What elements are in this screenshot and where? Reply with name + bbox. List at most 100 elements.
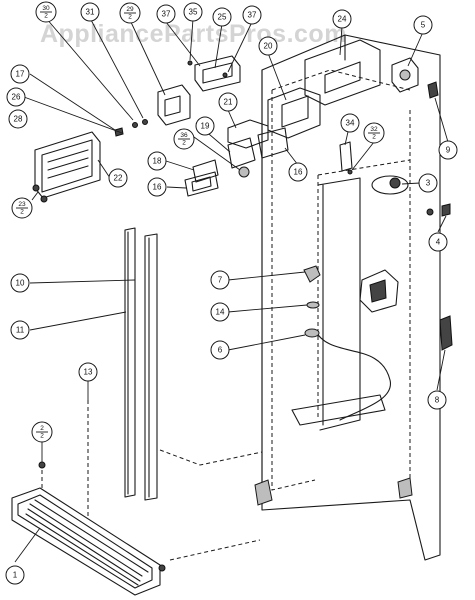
wire-harness: [314, 329, 391, 421]
callout-4: 4: [428, 232, 448, 252]
callout-number: 4: [436, 238, 441, 247]
screw-23-b: [40, 195, 48, 203]
control-housing-assembly: [32, 55, 241, 203]
base-grille-1-inner: [17, 494, 153, 589]
callout-quantity: 2: [128, 14, 132, 21]
callout-number: 21: [224, 98, 233, 107]
callout-number: 13: [84, 368, 93, 377]
housing-24-window: [324, 61, 361, 94]
callout-18: 18: [147, 151, 167, 171]
callout-circle: [418, 173, 438, 193]
screw-2: [38, 461, 46, 469]
bracket-25-inner: [202, 62, 233, 84]
top-duct-assembly: [184, 39, 381, 197]
control-panel-22-line-3: [47, 165, 89, 179]
callout-number: 24: [338, 15, 347, 24]
callout-number: 22: [114, 174, 123, 183]
callout-14: 14: [210, 302, 230, 322]
callout-quantity: 2: [40, 433, 44, 440]
callout-number: 23: [18, 201, 26, 208]
callout-number: 18: [153, 157, 162, 166]
bezel-16-left: [184, 171, 219, 197]
washer-3: [426, 208, 434, 216]
control-panel-22: [34, 131, 101, 199]
callout-16: 16: [288, 162, 308, 182]
callout-25: 25: [212, 7, 232, 27]
callout-34: 34: [340, 113, 360, 133]
part-5-hub: [399, 69, 411, 81]
callout-circle: [428, 232, 448, 252]
callout-2: 22: [31, 421, 53, 443]
callout-circle: [147, 151, 167, 171]
callout-circle: [332, 9, 352, 29]
trim-strip-11: [124, 227, 136, 498]
bezel-16-left-inner: [191, 176, 212, 192]
callout-circle: [413, 15, 433, 35]
part-8: [439, 315, 453, 351]
callout-23: 232: [11, 197, 33, 219]
callout-quantity: 2: [182, 140, 186, 147]
callout-37: 37: [156, 4, 176, 24]
box-21: [227, 119, 269, 149]
right-side-parts: [303, 57, 453, 351]
box-29: [157, 84, 191, 126]
callout-circle: [210, 340, 230, 360]
callout-number: 16: [294, 168, 303, 177]
callout-13: 13: [78, 362, 98, 382]
callout-circle: [218, 92, 238, 112]
part-5: [391, 57, 419, 93]
callout-circle: [427, 390, 447, 410]
callout-number: 32: [370, 126, 378, 133]
thermostat-housing: [359, 269, 399, 313]
callout-36: 362: [173, 128, 195, 150]
part-14: [306, 301, 320, 309]
callout-number: 20: [264, 42, 273, 51]
screw-35: [187, 60, 193, 66]
housing-19: [227, 137, 256, 169]
callout-number: 19: [201, 122, 210, 131]
callout-32: 322: [363, 122, 385, 144]
callout-circle: [10, 273, 30, 293]
callout-number: 28: [14, 115, 23, 124]
callout-28: 28: [8, 109, 28, 129]
callout-number: 11: [16, 326, 25, 335]
housing-24: [304, 39, 381, 106]
part-6: [304, 328, 320, 338]
callout-35: 35: [183, 2, 203, 22]
callout-circle: [212, 7, 232, 27]
bottom-right-bracket: [397, 477, 413, 499]
screw-31: [142, 119, 148, 125]
callout-circle: [10, 320, 30, 340]
duct-20-inner: [281, 95, 309, 128]
bracket-25: [194, 55, 241, 92]
lower-cross-rail: [291, 394, 386, 426]
callout-number: 25: [218, 13, 227, 22]
callout-quantity: 2: [44, 13, 48, 20]
callout-number: 16: [153, 183, 162, 192]
callout-31: 31: [80, 2, 100, 22]
callout-circle: [156, 4, 176, 24]
callout-number: 2: [40, 425, 44, 432]
callout-30: 302: [35, 1, 57, 23]
callout-24: 24: [332, 9, 352, 29]
callout-3: 3: [418, 173, 438, 193]
control-panel-22-line-1: [47, 149, 89, 163]
leader-lines: [14, 17, 449, 563]
callout-number: 1: [13, 571, 18, 580]
screw-37: [222, 72, 228, 78]
callout-number: 3: [426, 179, 431, 188]
control-panel-22-face: [41, 139, 93, 193]
callout-29: 292: [119, 2, 141, 24]
screw-30: [132, 122, 138, 128]
control-panel-22-line-2: [47, 157, 89, 171]
callout-7: 7: [210, 270, 230, 290]
callout-11: 11: [10, 320, 30, 340]
clip-32: [347, 169, 353, 175]
callout-number: 5: [421, 21, 426, 30]
callout-number: 14: [216, 308, 225, 317]
callout-16: 16: [147, 177, 167, 197]
callout-circle: [210, 302, 230, 322]
liner-mid-dashed: [317, 159, 411, 176]
callout-circle: [8, 109, 28, 129]
